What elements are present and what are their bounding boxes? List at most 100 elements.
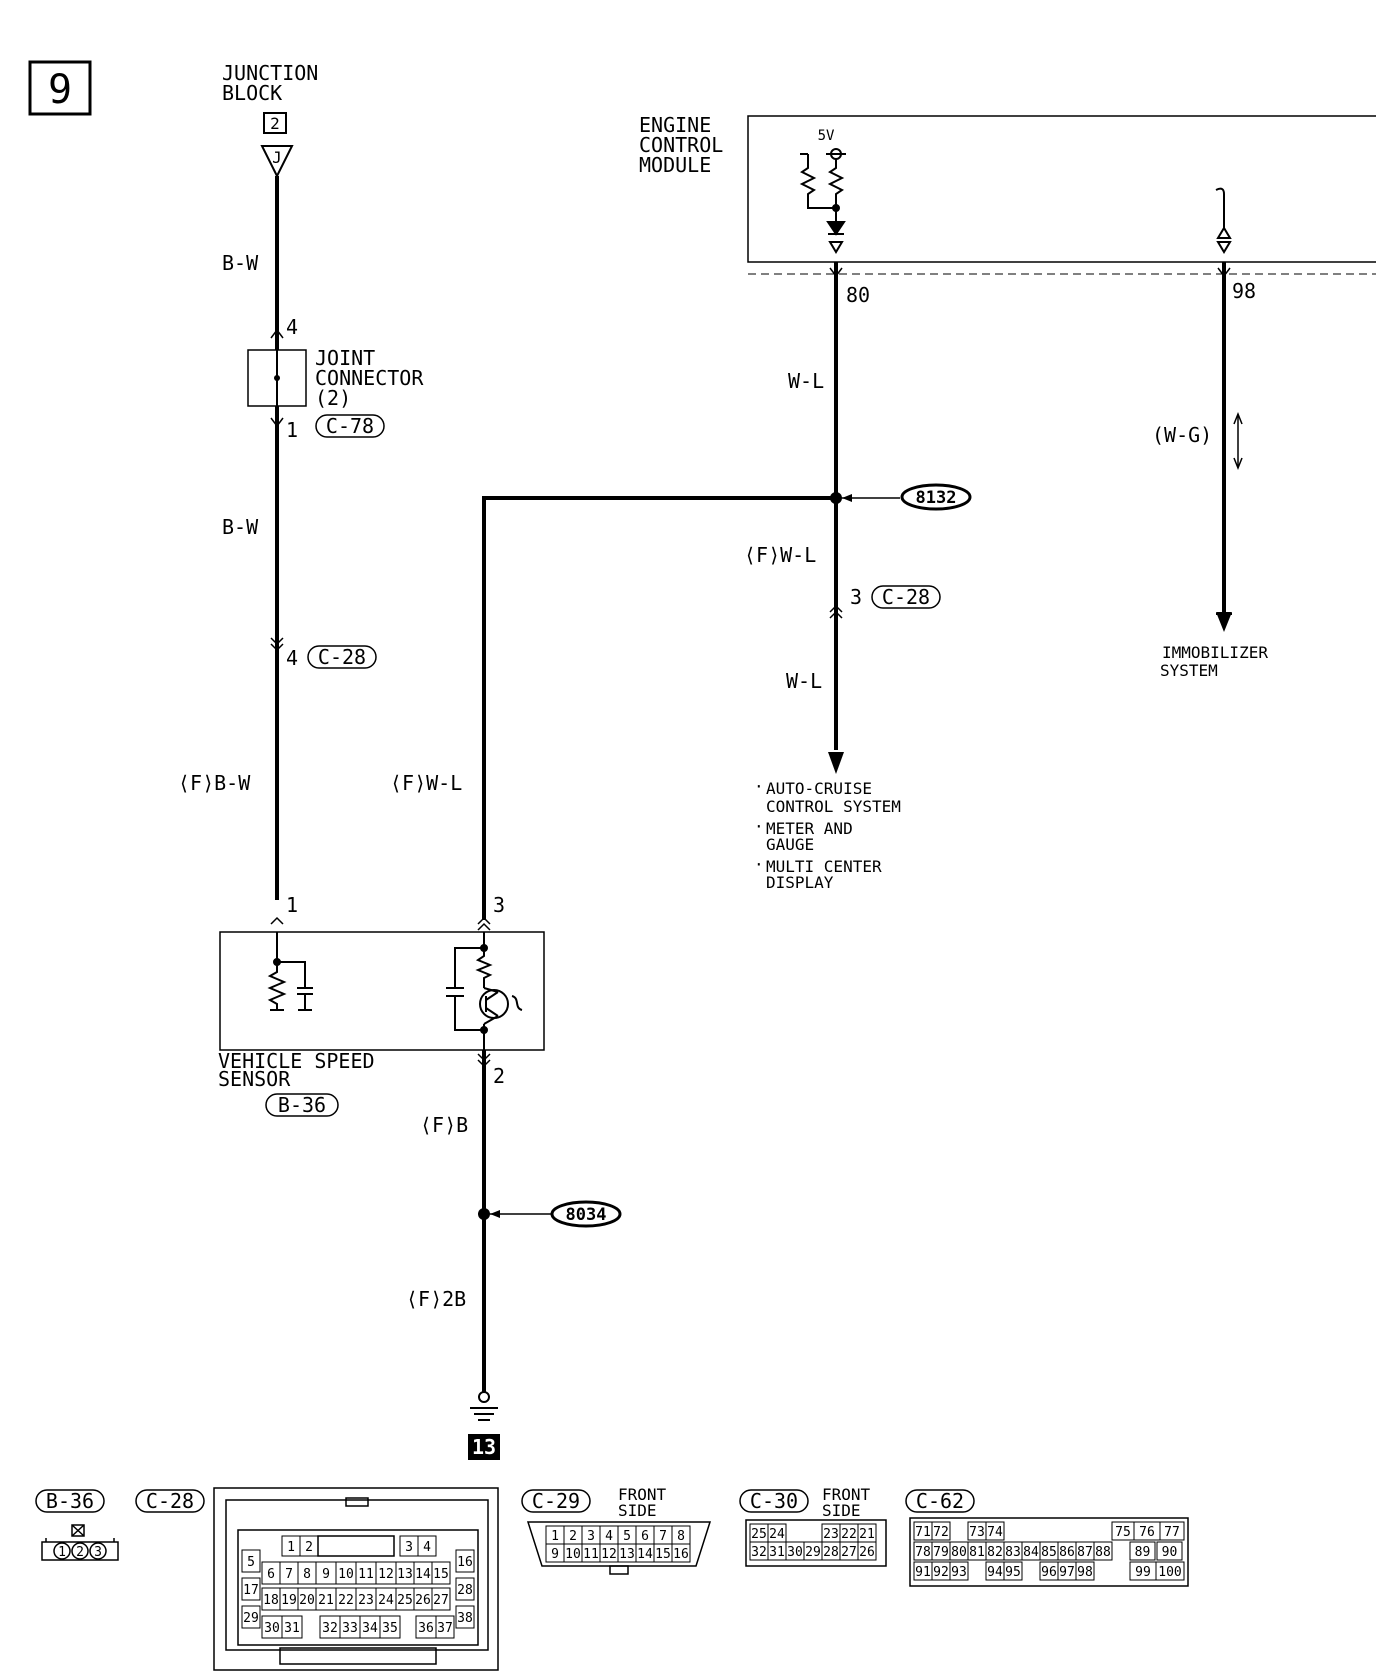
c28-pin: 4 (423, 1540, 431, 1555)
c28-pin: 31 (284, 1621, 300, 1636)
c62-pin: 97 (1059, 1565, 1075, 1580)
page-number-box (28, 60, 92, 116)
c62-connector-view (909, 1517, 1189, 1587)
b36-view-badge (35, 1489, 105, 1513)
c62-pin: 100 (1158, 1565, 1181, 1580)
vss-conn-label: B-36 (278, 1093, 326, 1117)
c30-view-badge (739, 1489, 809, 1513)
c29-connector-view (526, 1521, 712, 1567)
c29-pin: 1 (551, 1529, 559, 1544)
c62-pin: 73 (969, 1525, 985, 1540)
ecm-pin-80: 80 (846, 283, 870, 307)
c29-view-label: C-29 (532, 1489, 580, 1513)
c28-pin: 17 (243, 1583, 259, 1598)
ecm-title: ENGINE (639, 113, 711, 137)
c28-pin: 27 (433, 1593, 449, 1608)
c62-pin: 79 (933, 1545, 949, 1560)
c29-view-badge (521, 1489, 591, 1513)
c62-pin: 77 (1164, 1525, 1180, 1540)
right-wire-color-1: W-L (788, 369, 824, 393)
c28-pin-cell (299, 1535, 319, 1557)
ecm-voltage: 5V (818, 128, 835, 144)
dest-2-line-1: METER AND (766, 819, 853, 838)
c28-pin: 36 (418, 1621, 434, 1636)
ground-number: 13 (472, 1435, 496, 1459)
c62-pin-cell (1159, 1521, 1185, 1541)
c78-badge (315, 414, 385, 438)
c28-pin: 38 (457, 1611, 473, 1626)
left-wire-color-3: ⟨F⟩B-W (178, 771, 251, 795)
arrow-icon (842, 494, 852, 502)
vss-pin-1: 1 (286, 893, 298, 917)
c29-pin: 13 (619, 1547, 635, 1562)
c29-pin: 9 (551, 1547, 559, 1562)
c28-pin-cell (455, 1577, 475, 1601)
b36-view-label: B-36 (46, 1489, 94, 1513)
immobilizer-title: IMMOBILIZER (1162, 643, 1268, 662)
junction-block-title: JUNCTION (222, 61, 318, 85)
left-wire-color-2: B-W (222, 515, 259, 539)
c28-pin: 30 (264, 1621, 280, 1636)
c28-pin: 23 (358, 1593, 374, 1608)
c62-pin-cell (931, 1521, 951, 1541)
bullet-2: · (754, 817, 764, 836)
c29-pin: 3 (587, 1529, 595, 1544)
c62-pin: 86 (1059, 1545, 1075, 1560)
c28-pin: 14 (415, 1567, 431, 1582)
vss-title-2: SENSOR (218, 1067, 291, 1091)
c62-pin: 78 (915, 1545, 931, 1560)
c62-pin: 93 (951, 1565, 967, 1580)
c28-pin-cell (417, 1535, 437, 1557)
c62-pin: 85 (1041, 1545, 1057, 1560)
c29-pin: 2 (569, 1529, 577, 1544)
arrow-down-icon (828, 752, 844, 774)
dest-1-line-2: CONTROL SYSTEM (766, 797, 901, 816)
splice-dot (830, 492, 842, 504)
b36-badge (265, 1093, 339, 1117)
c62-pin-cell (1093, 1541, 1113, 1561)
c28-pin: 18 (263, 1593, 279, 1608)
ecm-title-3: MODULE (639, 153, 711, 177)
c62-pin: 71 (915, 1525, 931, 1540)
ecm-box (747, 115, 1376, 263)
dest-3-line-1: MULTI CENTER (766, 857, 882, 876)
junction-block-title-2: BLOCK (222, 81, 282, 105)
c28-pin: 19 (281, 1593, 297, 1608)
c28-pin-cell (379, 1615, 401, 1639)
c30-pin: 30 (787, 1545, 803, 1560)
c62-pin: 82 (987, 1545, 1003, 1560)
c62-pin: 99 (1135, 1565, 1151, 1580)
splice-8034-badge (550, 1200, 622, 1228)
pin-arrow-icon (829, 267, 843, 278)
c30-pin: 27 (841, 1545, 857, 1560)
b36-connector-view (41, 1524, 119, 1561)
right-c28-pin: 3 (850, 585, 862, 609)
c28-pin: 20 (299, 1593, 315, 1608)
c28-pin: 25 (397, 1593, 413, 1608)
c62-pin: 91 (915, 1565, 931, 1580)
c62-pin: 74 (987, 1525, 1003, 1540)
pin-arrow-icon (270, 916, 284, 925)
c28-pin-cell (431, 1587, 451, 1611)
c62-pin: 94 (987, 1565, 1003, 1580)
c62-pin: 87 (1077, 1545, 1093, 1560)
immobilizer-wire-color: (W-G) (1152, 423, 1212, 447)
c30-pin: 32 (751, 1545, 767, 1560)
c30-pin-cell (857, 1541, 877, 1561)
pin-arrow-icon (1217, 267, 1231, 278)
junction-terminal: J (272, 148, 282, 167)
c29-pin: 14 (637, 1547, 653, 1562)
c28-view-label: C-28 (146, 1489, 194, 1513)
left-c28-pin: 4 (286, 646, 298, 670)
c28-pin-cell (431, 1561, 451, 1585)
c29-pin: 6 (641, 1529, 649, 1544)
c30-pin: 24 (769, 1527, 785, 1542)
vss-left-circuit (267, 932, 313, 1011)
c28-pin: 32 (322, 1621, 338, 1636)
c62-pin: 83 (1005, 1545, 1021, 1560)
c28-pin: 22 (338, 1593, 354, 1608)
c30-side: FRONT (822, 1485, 871, 1504)
c62-pin: 89 (1135, 1545, 1151, 1560)
